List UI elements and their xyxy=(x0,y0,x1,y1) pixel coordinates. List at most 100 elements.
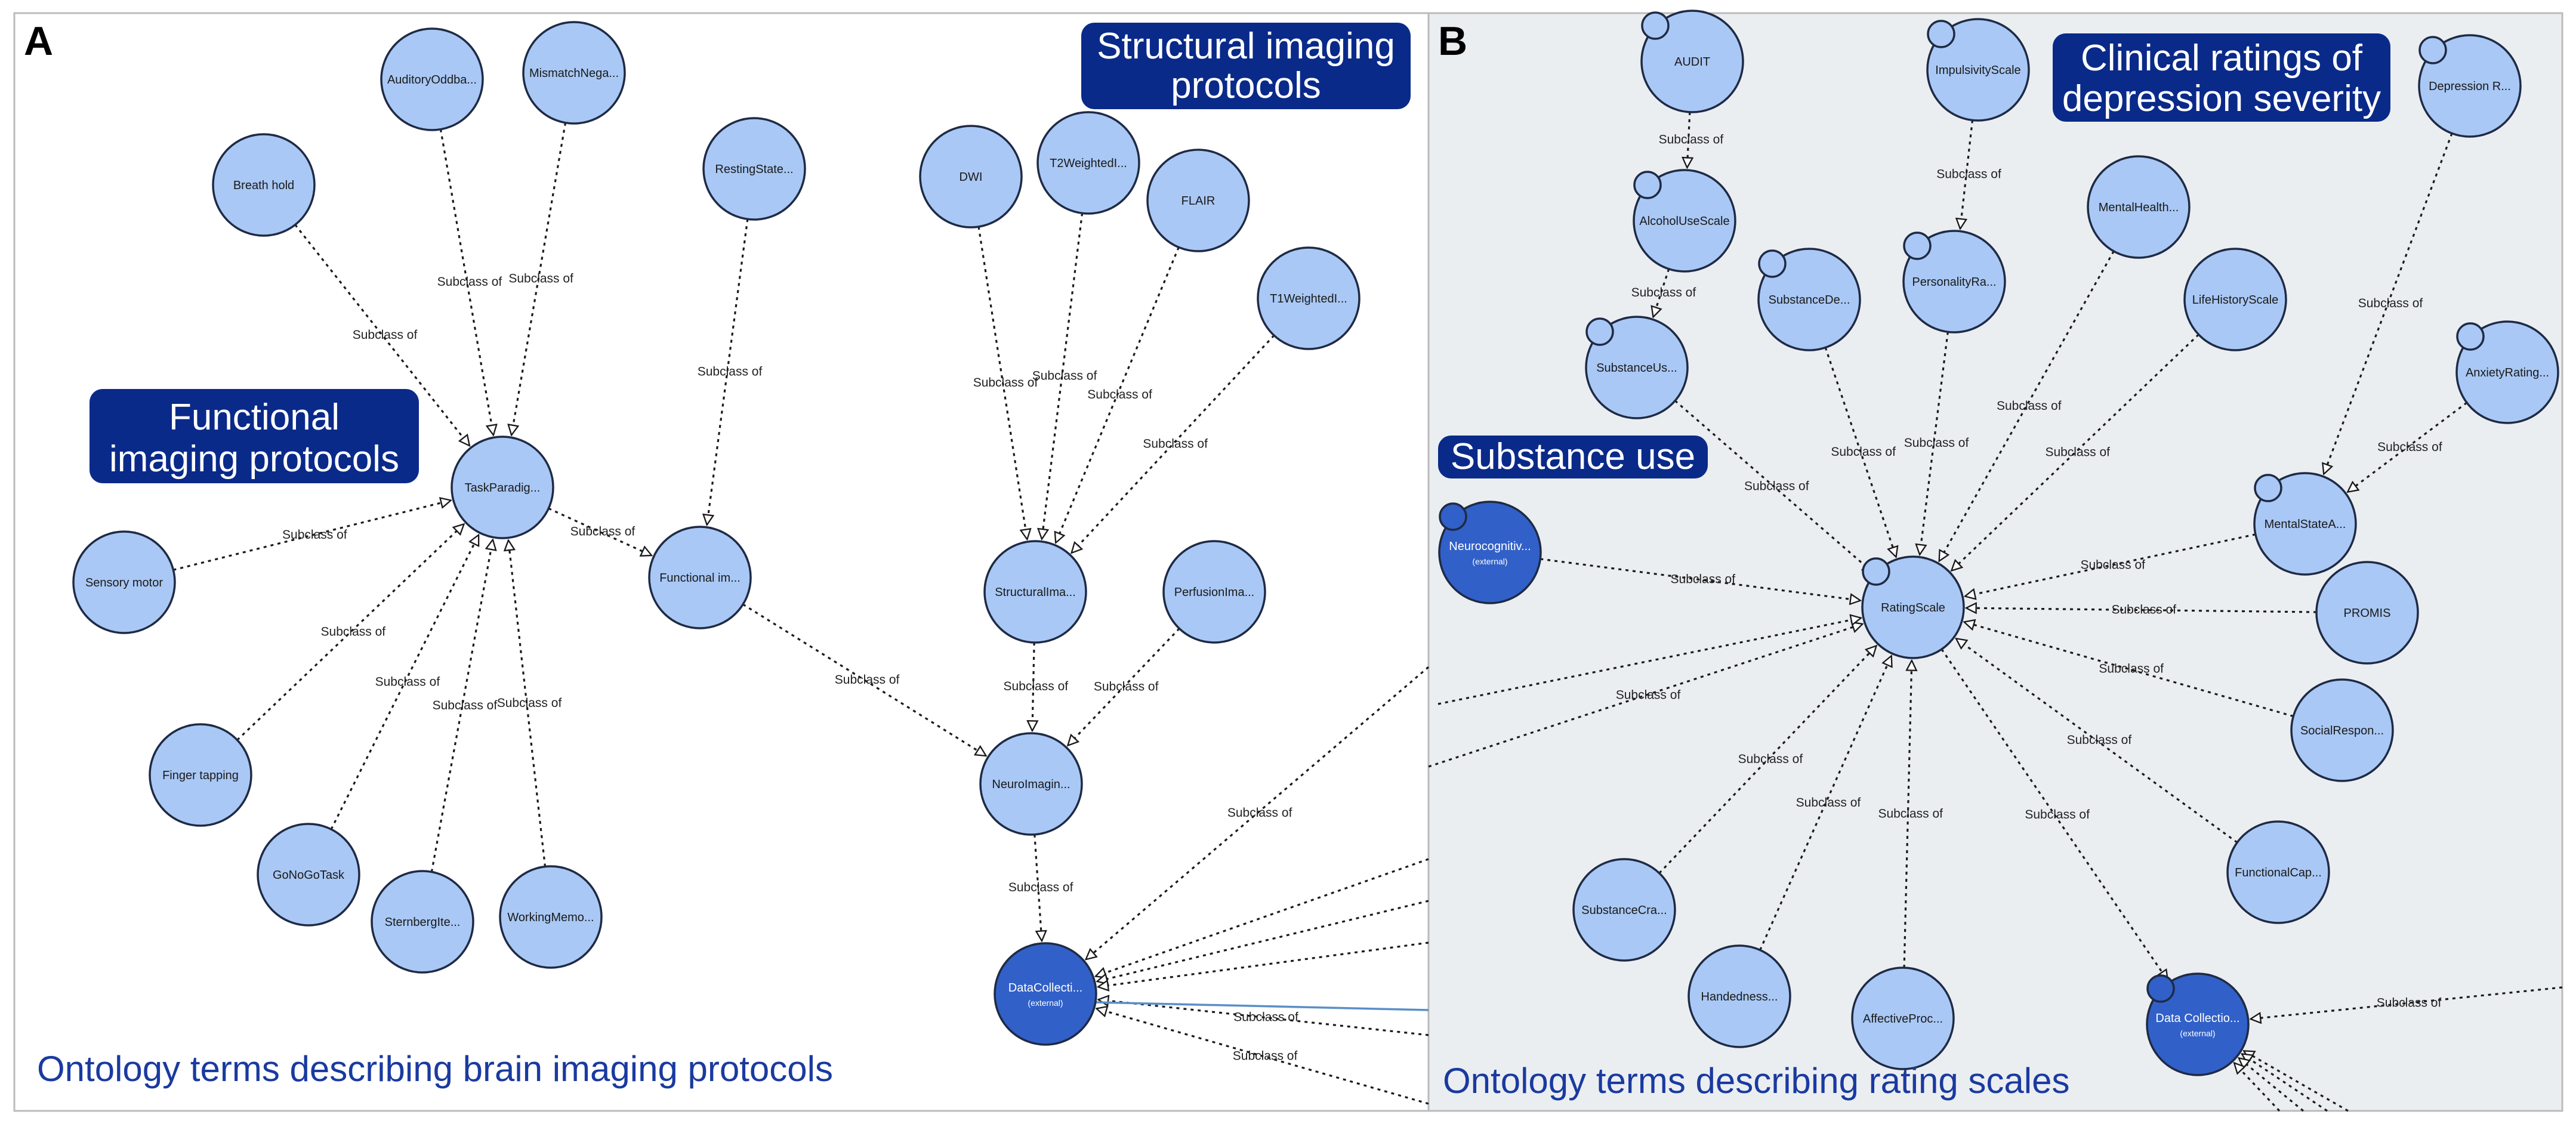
node-circle xyxy=(2226,820,2330,924)
node-impulsivity[interactable]: ImpulsivityScale xyxy=(1926,18,2030,122)
node-substance-us[interactable]: SubstanceUs... xyxy=(1585,316,1689,419)
node-circle xyxy=(1633,169,1736,273)
node-circle xyxy=(983,540,1087,644)
node-sensory-motor[interactable]: Sensory motor xyxy=(72,530,176,634)
callout-clinical-ratings: Clinical ratings of depression severity xyxy=(2053,33,2390,122)
node-circle xyxy=(1162,540,1266,644)
node-affective-proc[interactable]: AffectiveProc... xyxy=(1851,966,1955,1070)
node-circle xyxy=(2253,472,2357,576)
edge-personality_ra-to-rating_scale xyxy=(1920,332,1949,554)
node-t2[interactable]: T2WeightedI... xyxy=(1036,111,1140,215)
node-dwi[interactable]: DWI xyxy=(919,125,1023,228)
node-neuroimaging[interactable]: NeuroImagin... xyxy=(979,732,1083,836)
node-substance-cra[interactable]: SubstanceCra... xyxy=(1572,858,1676,962)
node-circle xyxy=(994,942,1097,1046)
edge-label-subclass-of: Subclass of xyxy=(1671,573,1736,586)
edge-working_memory-to-task_paradigm xyxy=(508,540,547,867)
node-mental-health[interactable]: MentalHealth... xyxy=(2087,155,2191,259)
node-circle xyxy=(499,865,603,969)
callout-functional-line-1: Functional xyxy=(169,397,340,438)
node-flair[interactable]: FLAIR xyxy=(1146,149,1250,252)
node-circle xyxy=(648,526,752,629)
edge-label-subclass-of: Subclass of xyxy=(1744,480,1809,493)
node-sternberg[interactable]: SternbergIte... xyxy=(371,870,474,974)
edge-label-subclass-of: Subclass of xyxy=(1094,680,1159,694)
callout-substance-use: Substance use xyxy=(1438,436,1708,478)
edge-label-subclass-of: Subclass of xyxy=(1878,807,1943,820)
node-label: SternbergIte... xyxy=(385,916,461,929)
edge-task_paradigm-to-functional_im xyxy=(548,507,652,555)
node-breath-hold[interactable]: Breath hold xyxy=(212,133,316,237)
node-label: MentalHealth... xyxy=(2099,201,2179,214)
node-label: NeuroImagin... xyxy=(992,778,1070,791)
edge-resting_state-to-functional_im xyxy=(707,219,749,525)
node-handedness[interactable]: Handedness... xyxy=(1687,944,1791,1048)
edge-perfusion_ima-to-neuroimaging xyxy=(1068,628,1180,746)
node-anxiety-rating[interactable]: AnxietyRating... xyxy=(2455,320,2559,424)
pin-marker-icon xyxy=(1641,11,1670,40)
callout-functional-imaging: Functional imaging protocols xyxy=(90,389,419,483)
node-personality-ra[interactable]: PersonalityRa... xyxy=(1902,230,2006,334)
node-promis[interactable]: PROMIS xyxy=(2315,561,2419,665)
edge-flair-to-structural_ima xyxy=(1056,246,1180,542)
edge-label-subclass-of: Subclass of xyxy=(508,272,573,286)
node-depression-r[interactable]: Depression R... xyxy=(2418,34,2522,138)
edge-structural_ima-to-neuroimaging xyxy=(1032,642,1034,731)
node-circle xyxy=(2146,972,2250,1076)
node-t1[interactable]: T1WeightedI... xyxy=(1257,246,1361,350)
pin-marker-icon xyxy=(2418,36,2447,64)
node-substance-de[interactable]: SubstanceDe... xyxy=(1757,248,1861,351)
node-alcohol-use[interactable]: AlcoholUseScale xyxy=(1633,169,1736,273)
edge-label-subclass-of: Subclass of xyxy=(2377,440,2442,454)
callout-substance-line-1: Substance use xyxy=(1451,436,1695,477)
edge-label-subclass-of: Subclass of xyxy=(1008,881,1073,894)
node-auditory-oddball[interactable]: AuditoryOddba... xyxy=(380,27,484,131)
pin-marker-icon xyxy=(1862,557,1890,586)
edges-layer: Subclass of Subclass of Subclass of Subclas… xyxy=(173,112,2563,1112)
node-audit[interactable]: AUDIT xyxy=(1640,10,1744,113)
edge-label-subclass-of: Subclass of xyxy=(1616,688,1681,702)
node-structural-ima[interactable]: StructuralIma... xyxy=(983,540,1087,644)
edge-anxiety_rating-to-mental_state xyxy=(2347,402,2467,492)
edge-label-subclass-of: Subclass of xyxy=(375,675,440,688)
node-neurocognitive[interactable]: Neurocognitiv...(external) xyxy=(1438,501,1542,604)
edge-label-subclass-of: Subclass of xyxy=(2067,733,2132,747)
node-resting-state[interactable]: RestingState... xyxy=(702,117,806,221)
node-life-history[interactable]: LifeHistoryScale xyxy=(2183,248,2287,351)
node-functional-im[interactable]: Functional im... xyxy=(648,526,752,629)
node-rating-scale[interactable]: RatingScale xyxy=(1861,555,1965,659)
edge-depression_r-to-mental_state xyxy=(2324,132,2453,474)
node-mental-state[interactable]: MentalStateA... xyxy=(2253,472,2357,576)
nodes-layer: Breath hold AuditoryOddba... MismatchNega.… xyxy=(72,10,2559,1076)
edge-t2-to-structural_ima xyxy=(1042,213,1084,539)
node-label: ImpulsivityScale xyxy=(1935,64,2020,77)
edge-affective_proc-to-rating_scale xyxy=(1903,660,1912,968)
edge-label-subclass-of: Subclass of xyxy=(1143,437,1208,451)
pin-marker-icon xyxy=(1585,317,1614,346)
node-circle xyxy=(1851,966,1955,1070)
node-circle xyxy=(1257,246,1361,350)
node-functional-cap[interactable]: FunctionalCap... xyxy=(2226,820,2330,924)
node-mismatch-neg[interactable]: MismatchNega... xyxy=(522,21,626,125)
edge-label-subclass-of: Subclass of xyxy=(2377,996,2442,1010)
node-gonogo[interactable]: GoNoGoTask xyxy=(257,823,360,927)
node-label: RestingState... xyxy=(715,163,793,176)
edge-label-subclass-of: Subclass of xyxy=(2045,446,2110,459)
node-task-paradigm[interactable]: TaskParadig... xyxy=(451,436,554,539)
node-data-collection-b[interactable]: Data Collectio...(external) xyxy=(2146,972,2250,1076)
node-perfusion-ima[interactable]: PerfusionIma... xyxy=(1162,540,1266,644)
node-circle xyxy=(919,125,1023,228)
node-label: SubstanceDe... xyxy=(1769,294,1850,307)
node-data-collection-a[interactable]: DataCollecti...(external) xyxy=(994,942,1097,1046)
node-working-memory[interactable]: WorkingMemo... xyxy=(499,865,603,969)
node-label: Breath hold xyxy=(233,179,294,192)
node-finger-tapping[interactable]: Finger tapping xyxy=(149,723,252,827)
edge-label-subclass-of: Subclass of xyxy=(973,376,1038,390)
edge-label-subclass-of: Subclass of xyxy=(353,328,418,342)
node-circle xyxy=(2315,561,2419,665)
node-social-respon[interactable]: SocialRespon... xyxy=(2290,678,2394,782)
edge-substance_cra-to-rating_scale xyxy=(1658,646,1877,874)
edge-label-subclass-of: Subclass of xyxy=(1659,133,1724,147)
edge-label-subclass-of: Subclass of xyxy=(1227,806,1292,820)
